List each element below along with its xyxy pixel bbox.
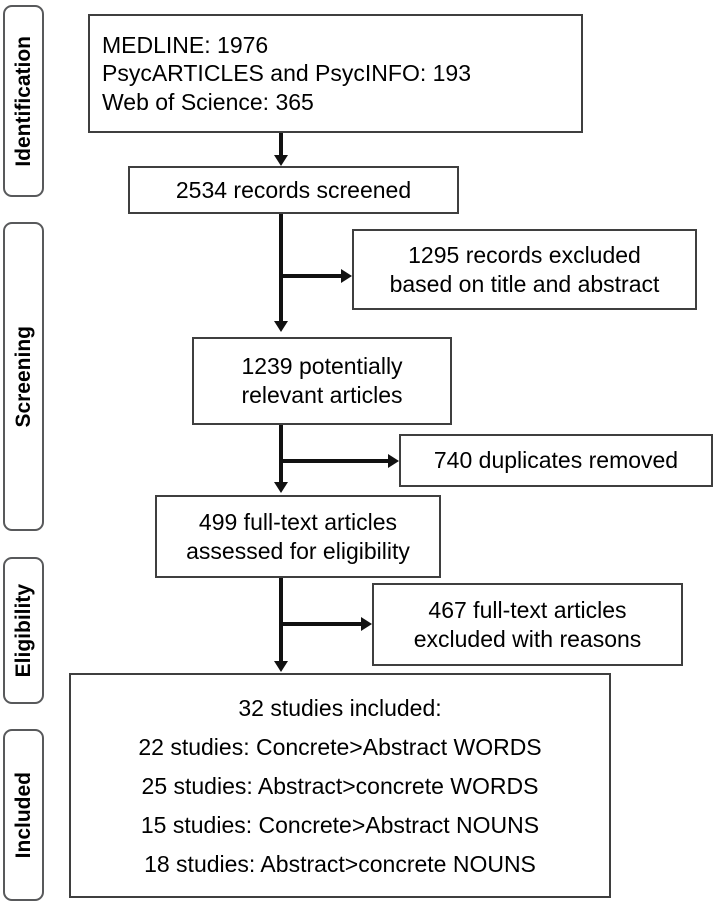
box-fulltext-excluded-with-reasons: 467 full-text articles excluded with rea… xyxy=(372,583,683,666)
arrowhead-sources-to-screened xyxy=(274,155,288,166)
box-duplicates-removed: 740 duplicates removed xyxy=(399,434,713,487)
arrowhead-branch-to-fulltext-excluded xyxy=(361,617,372,631)
connector-relevant-to-fulltext xyxy=(279,425,283,483)
connector-screened-to-relevant xyxy=(279,214,283,323)
duplicates-removed-label: 740 duplicates removed xyxy=(433,447,679,474)
stage-label-eligibility: Eligibility xyxy=(12,583,35,678)
included-entry-concrete-abstract-nouns: 15 studies: Concrete>Abstract NOUNS xyxy=(140,812,540,839)
box-potentially-relevant-articles: 1239 potentially relevant articles xyxy=(192,337,452,425)
source-line-psycarticles-psycinfo: PsycARTICLES and PsycINFO: 193 xyxy=(102,60,471,87)
box-studies-included: 32 studies included: 22 studies: Concret… xyxy=(69,673,611,898)
arrowhead-relevant-to-fulltext xyxy=(274,482,288,493)
included-headline: 32 studies included: xyxy=(238,695,442,722)
connector-fulltext-to-included xyxy=(279,578,283,663)
stage-rail-eligibility: Eligibility xyxy=(3,557,44,704)
included-entry-abstract-concrete-words: 25 studies: Abstract>concrete WORDS xyxy=(141,773,539,800)
fulltext-assessed-line-2: assessed for eligibility xyxy=(186,537,410,564)
stage-label-screening: Screening xyxy=(12,325,35,428)
fulltext-excluded-line-2: excluded with reasons xyxy=(413,625,642,652)
included-entry-concrete-abstract-words: 22 studies: Concrete>Abstract WORDS xyxy=(138,734,542,761)
connector-sources-to-screened xyxy=(279,133,283,157)
included-studies-list: 32 studies included: 22 studies: Concret… xyxy=(71,675,609,896)
potentially-relevant-line-1: 1239 potentially xyxy=(241,353,403,380)
arrowhead-fulltext-to-included xyxy=(274,661,288,672)
connector-branch-to-duplicates xyxy=(279,459,390,463)
stage-rail-identification: Identification xyxy=(3,5,44,197)
source-line-web-of-science: Web of Science: 365 xyxy=(102,88,314,115)
connector-branch-to-excluded-title-abstract xyxy=(279,274,343,278)
included-entry-abstract-concrete-nouns: 18 studies: Abstract>concrete NOUNS xyxy=(144,851,536,878)
box-records-screened: 2534 records screened xyxy=(128,166,459,214)
box-records-excluded-title-abstract: 1295 records excluded based on title and… xyxy=(352,229,697,310)
arrowhead-screened-to-relevant xyxy=(274,321,288,332)
box-database-sources: MEDLINE: 1976 PsycARTICLES and PsycINFO:… xyxy=(88,14,583,133)
stage-label-included: Included xyxy=(12,771,35,859)
records-screened-label: 2534 records screened xyxy=(175,176,412,203)
stage-label-identification: Identification xyxy=(12,35,35,167)
potentially-relevant-line-2: relevant articles xyxy=(241,382,403,408)
stage-rail-screening: Screening xyxy=(3,222,44,531)
fulltext-assessed-line-1: 499 full-text articles xyxy=(198,508,398,535)
fulltext-excluded-line-1: 467 full-text articles xyxy=(428,596,627,623)
arrowhead-branch-to-duplicates xyxy=(388,454,399,468)
box-fulltext-assessed: 499 full-text articles assessed for elig… xyxy=(155,495,441,578)
stage-rail-included: Included xyxy=(3,729,44,901)
connector-branch-to-fulltext-excluded xyxy=(279,622,363,626)
arrowhead-branch-to-excluded-title-abstract xyxy=(341,269,352,283)
excluded-title-abstract-line-1: 1295 records excluded xyxy=(408,241,641,268)
source-line-medline: MEDLINE: 1976 xyxy=(102,31,269,58)
excluded-title-abstract-line-2: based on title and abstract xyxy=(389,270,660,297)
